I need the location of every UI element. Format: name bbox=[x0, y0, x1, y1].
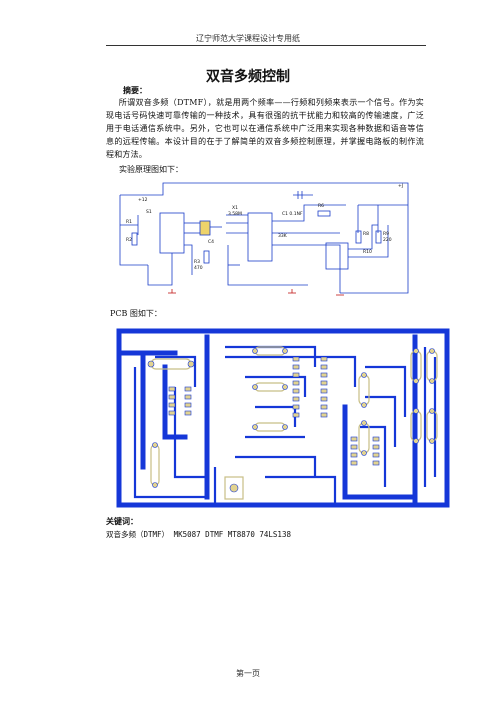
schematic-label-14: 33K bbox=[278, 233, 288, 239]
schematic-label-6: X1 bbox=[232, 205, 238, 211]
schematic-label-11: R9 bbox=[383, 231, 389, 237]
schematic-label-9: R6 bbox=[318, 203, 324, 209]
pcb-caption: PCB 图如下： bbox=[110, 309, 162, 318]
schematic-label-5: 470 bbox=[194, 265, 203, 271]
schematic-label-16: C4 bbox=[208, 239, 214, 245]
page-header: 辽宁师范大学课程设计专用纸 bbox=[196, 34, 300, 43]
schematic-label-1: R1 bbox=[126, 219, 132, 225]
page-footer: 第一页 bbox=[236, 669, 260, 678]
schematic-label-15: 220 bbox=[383, 237, 392, 243]
schematic-label-0: +12 bbox=[138, 197, 148, 203]
schematic-label-10: R8 bbox=[363, 231, 369, 237]
circuit-schematic: +12 R1 R2 S1 R3 470 X1 3.58M C1 0.1NF R6… bbox=[119, 182, 409, 296]
keywords-text: 双音多频（DTMF） MK5087 DTMF MT8870 74LS138 bbox=[106, 530, 291, 539]
schematic-label-8: C1 0.1NF bbox=[282, 211, 303, 217]
schematic-label-2: R2 bbox=[126, 237, 132, 243]
schematic-intro: 实验原理图如下： bbox=[119, 165, 183, 174]
abstract-label: 摘要： bbox=[123, 86, 147, 95]
schematic-label-4: R3 bbox=[194, 259, 200, 265]
schematic-label-12: R10 bbox=[363, 249, 372, 255]
schematic-label-13: +J bbox=[398, 183, 403, 189]
header-rule bbox=[106, 45, 426, 46]
schematic-label-7: 3.58M bbox=[228, 211, 242, 217]
document-title: 双音多频控制 bbox=[206, 69, 290, 85]
keywords-label: 关键词： bbox=[106, 517, 138, 526]
pcb-layout bbox=[115, 327, 452, 510]
abstract-paragraph: 所谓双音多频（DTMF），就是用两个频率——行频和列频来表示一个信号。作为实现电… bbox=[106, 98, 424, 159]
schematic-label-3: S1 bbox=[146, 209, 152, 215]
